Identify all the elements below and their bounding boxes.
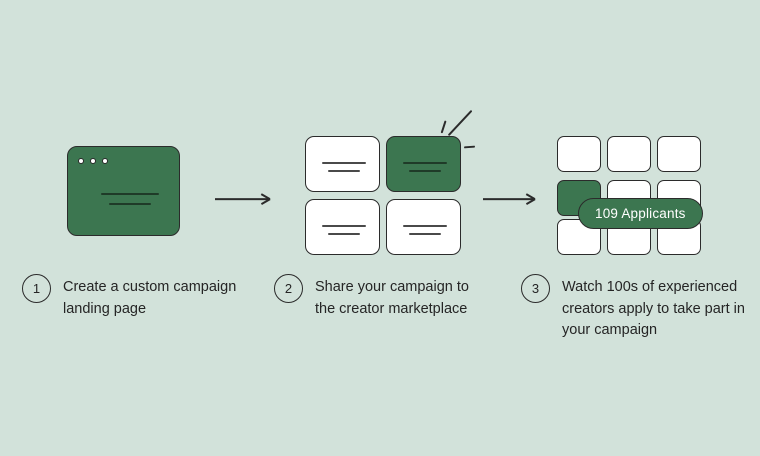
- arrow-shaft: [483, 198, 533, 200]
- arrow-shaft: [215, 198, 268, 200]
- sparkle-ray-short: [440, 120, 447, 134]
- window-content-line-1: [101, 193, 159, 195]
- applicant-card-1: [557, 136, 601, 172]
- arrow-step2-to-step3-icon: [483, 191, 536, 207]
- step-3: 3 Watch 100s of experienced creators app…: [521, 274, 751, 342]
- applicant-card-3: [657, 136, 701, 172]
- sparkle-ray-flat: [463, 145, 476, 149]
- sparkle-ray-long: [447, 109, 473, 136]
- applicant-card-2: [607, 136, 651, 172]
- card-line-2: [328, 233, 360, 235]
- step-1: 1 Create a custom campaign landing page: [22, 274, 237, 320]
- window-dot-3: [102, 158, 108, 164]
- window-dot-1: [78, 158, 84, 164]
- step-1-description: Create a custom campaign landing page: [63, 279, 237, 317]
- card-line-1: [322, 162, 366, 164]
- card-line-2: [409, 233, 441, 235]
- window-dot-2: [90, 158, 96, 164]
- card-line-2: [328, 170, 360, 172]
- step-2-number: 2: [274, 274, 303, 303]
- marketplace-card-3: [305, 199, 380, 255]
- arrow-step1-to-step2-icon: [215, 191, 271, 207]
- step-1-number: 1: [22, 274, 51, 303]
- marketplace-card-2-selected: [386, 136, 461, 192]
- marketplace-card-1: [305, 136, 380, 192]
- card-line-1: [403, 162, 447, 164]
- browser-window-mockup: [67, 146, 180, 236]
- step-3-description: Watch 100s of experienced creators apply…: [562, 279, 745, 338]
- step-3-number: 3: [521, 274, 550, 303]
- marketplace-card-4: [386, 199, 461, 255]
- window-content-line-2: [109, 203, 151, 205]
- card-line-1: [403, 225, 447, 227]
- step-2-description: Share your campaign to the creator marke…: [315, 279, 469, 317]
- step-2: 2 Share your campaign to the creator mar…: [274, 274, 474, 320]
- card-line-1: [322, 225, 366, 227]
- card-line-2: [409, 170, 441, 172]
- applicants-count-badge: 109 Applicants: [578, 198, 703, 229]
